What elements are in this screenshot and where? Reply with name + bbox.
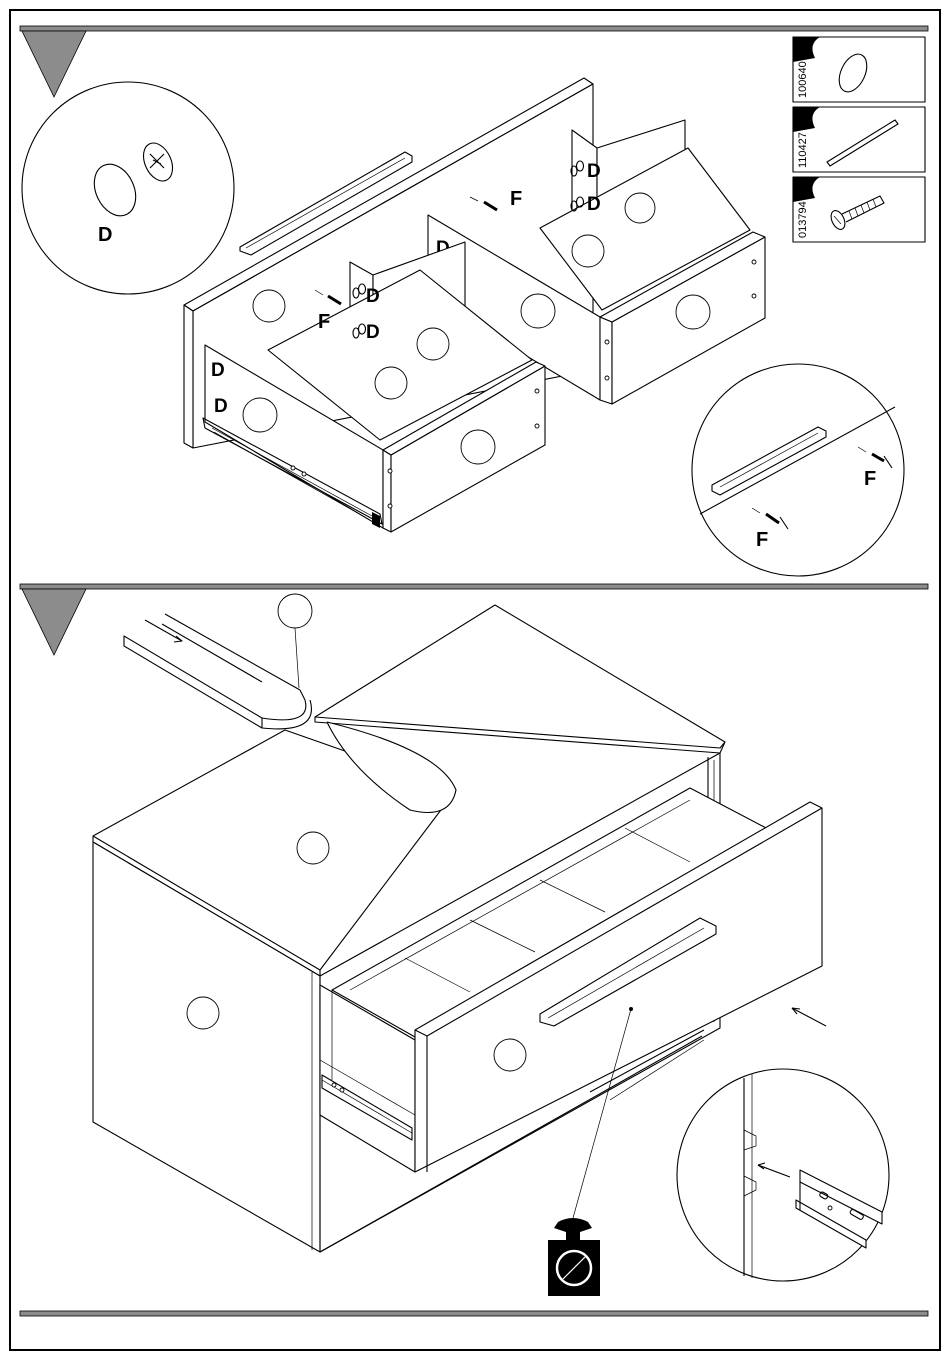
label-screw: F [864,468,876,490]
detail-runner-circle [677,1069,889,1281]
part-box-3 [793,177,925,242]
label-cap: D [214,396,228,417]
bottom-rule [20,1311,928,1316]
part-code-1: 100640 [797,61,809,98]
part-code-3: 013794 [797,201,809,238]
part-box-2 [793,107,925,172]
label-screw: F [318,311,330,333]
detail-cap-circle: D [22,82,234,294]
label-cap: D [366,286,380,307]
detail-callout-circle [278,594,312,628]
label-cap: D [587,194,601,215]
label-cap: D [366,322,380,343]
parts-legend: 100640 110427 013794 [793,37,925,242]
step-2-rule [20,584,928,589]
part-box-1 [793,37,925,102]
label-cap: D [587,161,601,182]
part-code-2: 110427 [797,132,809,168]
detail-handle-circle: F F [692,364,904,576]
label-cap: D [98,224,112,246]
step-1-rule [20,26,928,31]
label-cap: D [211,360,225,381]
label-screw: F [756,529,768,551]
label-screw: F [510,188,522,210]
